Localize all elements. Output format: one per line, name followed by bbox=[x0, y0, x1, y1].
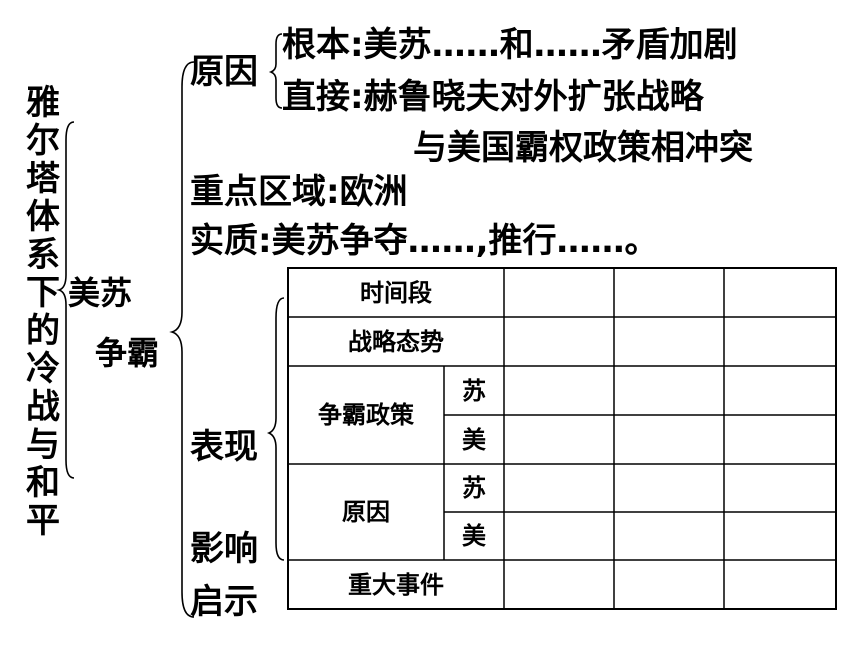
root-char: 战 bbox=[26, 387, 60, 427]
table-row-label: 时间段 bbox=[360, 278, 432, 307]
root-brace bbox=[56, 121, 75, 479]
root-char: 与 bbox=[26, 425, 60, 465]
root-char: 和 bbox=[26, 463, 60, 503]
table-row-label: 争霸政策 bbox=[318, 401, 414, 429]
root-char: 的 bbox=[26, 311, 60, 351]
table-row-label: 重大事件 bbox=[348, 570, 444, 599]
table-subrow-label: 苏 bbox=[462, 376, 486, 405]
enlightenment-label: 启示 bbox=[190, 582, 258, 622]
root-char: 平 bbox=[26, 501, 60, 541]
reason-brace bbox=[268, 33, 283, 109]
root-title-vertical: 雅尔塔体系下的冷战与和平 bbox=[23, 84, 63, 540]
root-char: 系 bbox=[26, 235, 60, 275]
root-char: 雅 bbox=[26, 83, 60, 123]
table-row-label: 原因 bbox=[342, 498, 390, 526]
table-subrow-label: 苏 bbox=[462, 474, 486, 502]
table-border bbox=[287, 267, 837, 610]
branch-label-line1: 美苏 bbox=[68, 274, 133, 312]
performance-label: 表现 bbox=[190, 427, 258, 467]
root-char: 下 bbox=[26, 273, 60, 313]
root-char: 塔 bbox=[26, 159, 60, 199]
reason-direct-line1: 直接:赫鲁晓夫对外扩张战略 bbox=[282, 77, 704, 117]
key-region: 重点区域:欧洲 bbox=[190, 172, 408, 212]
reason-root-cause: 根本:美苏……和……矛盾加剧 bbox=[282, 25, 738, 65]
branch-label-line2: 争霸 bbox=[95, 334, 160, 372]
root-char: 体 bbox=[26, 197, 60, 237]
reason-direct-line2: 与美国霸权政策相冲突 bbox=[413, 128, 753, 168]
table-subrow-label: 美 bbox=[462, 425, 486, 454]
influence-label: 影响 bbox=[190, 529, 258, 569]
performance-brace bbox=[266, 297, 285, 561]
table-subrow-label: 美 bbox=[462, 522, 486, 550]
branch-brace bbox=[169, 61, 195, 618]
table-row-label: 战略态势 bbox=[348, 327, 444, 356]
reason-label: 原因 bbox=[190, 52, 258, 92]
root-char: 冷 bbox=[26, 349, 60, 389]
essence: 实质:美苏争夺……,推行……。 bbox=[190, 221, 659, 261]
root-char: 尔 bbox=[26, 121, 60, 161]
